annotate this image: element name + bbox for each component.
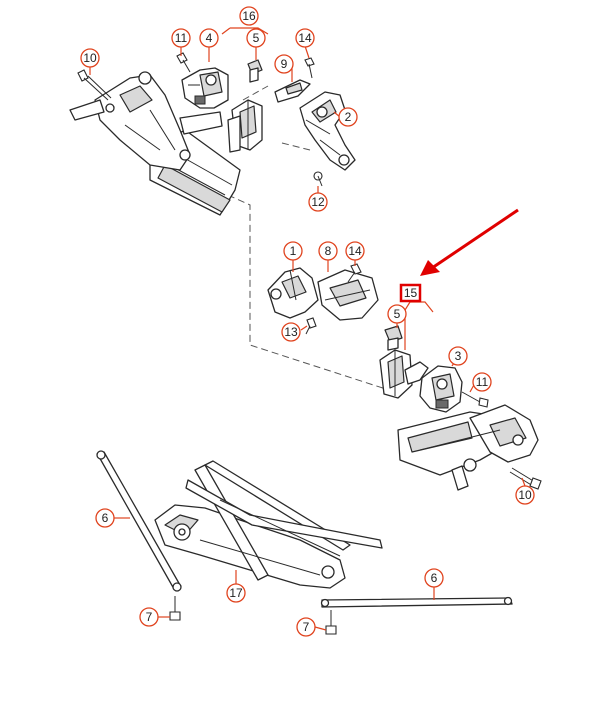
bolt-7-right — [325, 610, 337, 635]
callout-label: 4 — [206, 31, 213, 45]
callout-15-highlighted[interactable]: 15 — [399, 283, 422, 303]
callout-13[interactable]: 13 — [281, 322, 301, 342]
bolt-14-upper — [304, 57, 315, 79]
callout-12[interactable]: 12 — [308, 192, 328, 212]
bolt-11-upper — [176, 52, 191, 73]
strut-6-right — [320, 596, 513, 608]
callout-14-middle[interactable]: 14 — [345, 241, 365, 261]
callout-label: 1 — [290, 244, 297, 258]
callout-label: 15 — [404, 286, 418, 300]
callout-label: 14 — [298, 31, 312, 45]
mount-bracket-1 — [267, 267, 319, 319]
callout-label: 9 — [281, 57, 288, 71]
callout-label: 3 — [455, 349, 462, 363]
callout-6-right[interactable]: 6 — [424, 568, 444, 588]
callout-label: 8 — [325, 244, 332, 258]
callout-1[interactable]: 1 — [283, 241, 303, 261]
bolt-11-lower — [461, 391, 489, 408]
callout-4[interactable]: 4 — [199, 28, 219, 48]
callout-11-upper[interactable]: 11 — [171, 28, 191, 48]
pointer-arrow-icon — [420, 208, 519, 276]
callout-label: 5 — [253, 31, 260, 45]
callout-7-left[interactable]: 7 — [139, 607, 159, 627]
callout-6-left[interactable]: 6 — [95, 508, 115, 528]
callout-14-upper[interactable]: 14 — [295, 28, 315, 48]
assembly-dashed-lines — [227, 85, 396, 393]
callout-label: 13 — [284, 325, 298, 339]
engine-mount-4 — [181, 67, 229, 109]
callout-5-middle[interactable]: 5 — [387, 304, 407, 324]
callout-10-upper[interactable]: 10 — [80, 48, 100, 68]
bolt-12 — [313, 171, 323, 187]
callout-label: 10 — [518, 488, 532, 502]
callout-label: 5 — [394, 307, 401, 321]
callout-16[interactable]: 16 — [239, 6, 259, 26]
callout-label: 10 — [83, 51, 97, 65]
callout-label: 11 — [476, 375, 489, 389]
strut-6-left — [96, 450, 182, 592]
callout-label: 11 — [175, 31, 188, 45]
callout-10-lower[interactable]: 10 — [515, 485, 535, 505]
callout-3[interactable]: 3 — [448, 346, 468, 366]
callout-label: 2 — [345, 110, 352, 124]
heat-shield-8 — [317, 269, 379, 321]
cross-brace-17 — [154, 460, 383, 589]
lower-subframe-right — [397, 404, 539, 491]
callout-label: 12 — [311, 195, 325, 209]
callout-label: 6 — [102, 511, 109, 525]
callout-label: 17 — [229, 586, 243, 600]
callout-2[interactable]: 2 — [338, 107, 358, 127]
callout-8[interactable]: 8 — [318, 241, 338, 261]
callout-label: 7 — [303, 620, 310, 634]
callout-label: 16 — [242, 9, 256, 23]
callout-label: 14 — [348, 244, 362, 258]
bushing-icon — [138, 71, 152, 85]
callout-17[interactable]: 17 — [226, 583, 246, 603]
callout-9[interactable]: 9 — [274, 54, 294, 74]
engine-mount-3 — [419, 365, 463, 413]
callout-5-upper[interactable]: 5 — [246, 28, 266, 48]
bracket-16-upper — [227, 99, 263, 153]
callout-7-right[interactable]: 7 — [296, 617, 316, 637]
bolt-7-left — [169, 596, 181, 621]
heat-shield-9 — [274, 79, 311, 103]
callout-label: 6 — [431, 571, 438, 585]
bracket-15 — [379, 349, 429, 399]
bolt-10-upper — [77, 69, 112, 101]
rubber-stop-5-upper — [247, 59, 263, 83]
upper-subframe — [69, 71, 241, 216]
bolt-10-lower — [509, 467, 542, 490]
mount-bracket-2 — [299, 91, 356, 171]
callout-11-lower[interactable]: 11 — [472, 372, 492, 392]
bolt-13 — [305, 317, 317, 335]
callout-label: 7 — [146, 610, 153, 624]
rubber-stop-5-middle — [384, 325, 403, 351]
